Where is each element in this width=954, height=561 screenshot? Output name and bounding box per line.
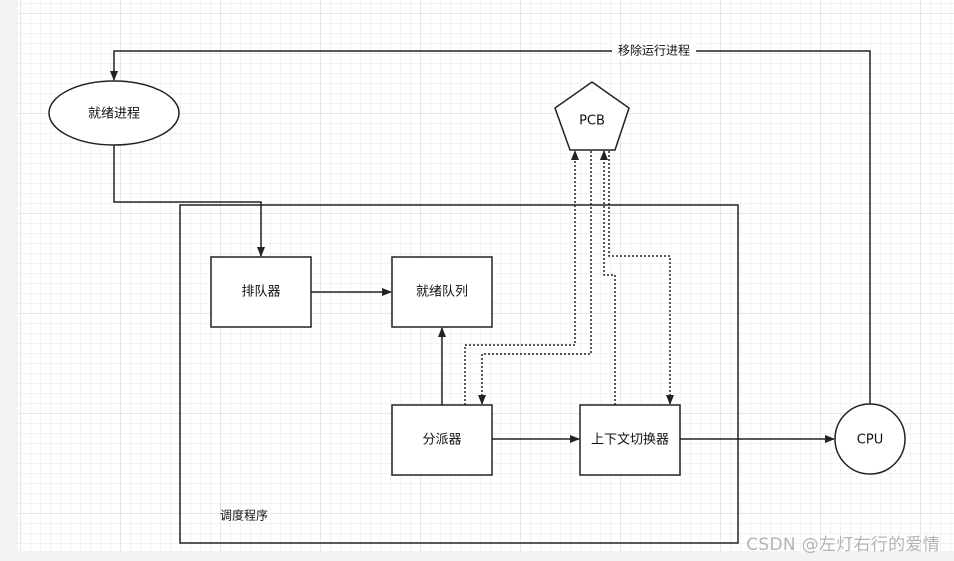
scheduler-group-box xyxy=(179,204,739,544)
pcb-label: PCB xyxy=(579,114,605,129)
dotted-edge-dispatcher-to-pcb xyxy=(464,150,579,405)
scheduler-group-label: 调度程序 xyxy=(220,508,268,523)
edge-ready-process-to-queuer xyxy=(113,145,265,257)
queuer-label: 排队器 xyxy=(241,285,280,300)
edge-label-remove-running: 移除运行进程 xyxy=(618,43,690,58)
dotted-edge-pcb-to-dispatcher xyxy=(478,151,592,405)
watermark: CSDN @左灯右行的爱情 xyxy=(746,535,940,555)
context-switcher-node[interactable] xyxy=(579,404,681,476)
ready-queue-node[interactable] xyxy=(391,256,493,328)
dotted-edge-context-switcher-to-pcb xyxy=(600,150,616,405)
dispatcher-label: 分派器 xyxy=(422,433,461,448)
queuer-node[interactable] xyxy=(210,256,312,328)
edge-cpu-to-ready-process xyxy=(110,50,871,404)
context-switcher-label: 上下文切换器 xyxy=(591,433,669,448)
ready-process-label: 就绪进程 xyxy=(88,107,140,122)
canvas-bottom-margin xyxy=(0,551,954,561)
dotted-edge-pcb-to-context-switcher xyxy=(608,151,674,405)
canvas-left-margin xyxy=(0,0,18,561)
ready-queue-label: 就绪队列 xyxy=(416,285,468,300)
pcb-node[interactable] xyxy=(554,81,630,151)
edge-label-bg xyxy=(612,43,696,59)
cpu-label: CPU xyxy=(857,433,883,448)
